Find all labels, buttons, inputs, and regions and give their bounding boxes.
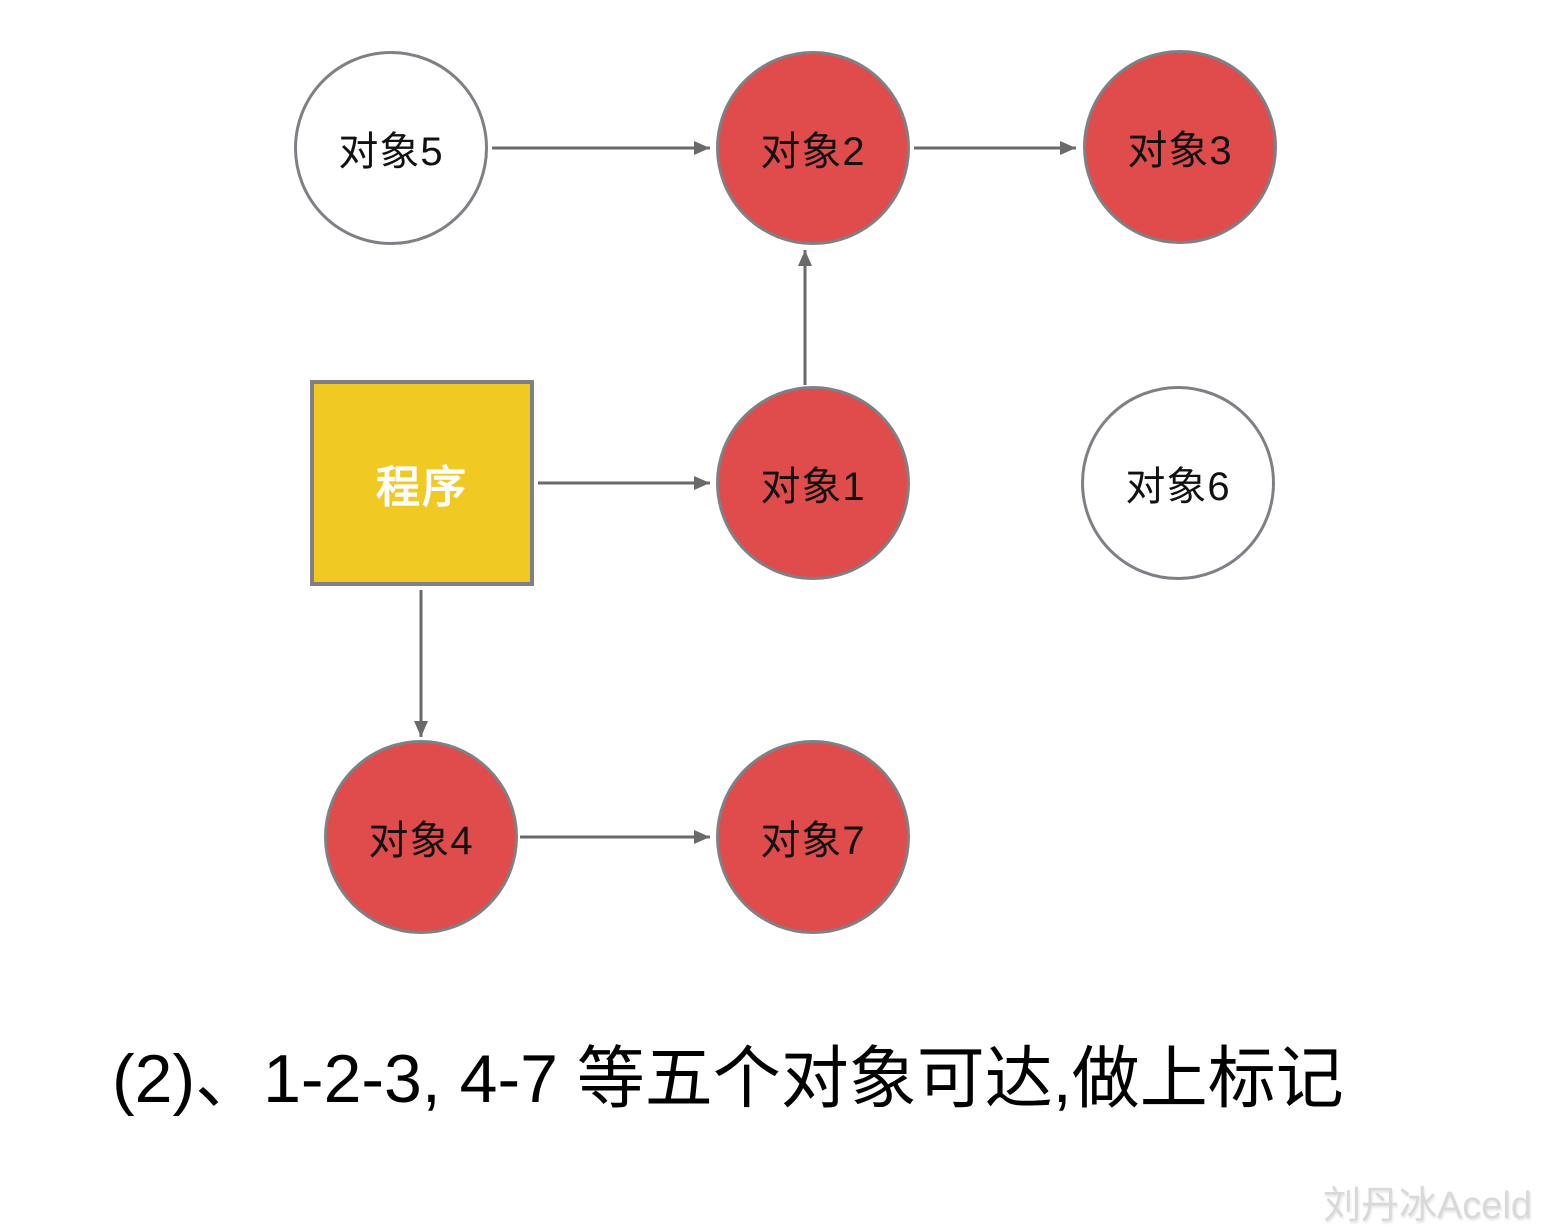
node-obj3: 对象3 [1083,50,1277,244]
node-obj6: 对象6 [1081,386,1275,580]
node-program-label: 程序 [376,463,468,512]
node-obj2-label: 对象2 [760,130,866,174]
node-program: 程序 [310,380,534,586]
node-obj7-label: 对象7 [760,819,866,863]
node-obj4: 对象4 [324,740,518,934]
caption-text: (2)、1-2-3, 4-7 等五个对象可达,做上标记 [112,1041,1344,1117]
watermark-text: 刘丹冰Aceld [1322,1185,1532,1227]
node-obj7: 对象7 [716,740,910,934]
node-obj1-label: 对象1 [760,465,866,509]
node-obj5: 对象5 [294,51,488,245]
node-obj5-label: 对象5 [338,130,444,174]
node-obj1: 对象1 [716,386,910,580]
node-obj3-label: 对象3 [1127,129,1233,173]
node-obj4-label: 对象4 [368,819,474,863]
node-obj2: 对象2 [716,51,910,245]
node-obj6-label: 对象6 [1125,465,1231,509]
